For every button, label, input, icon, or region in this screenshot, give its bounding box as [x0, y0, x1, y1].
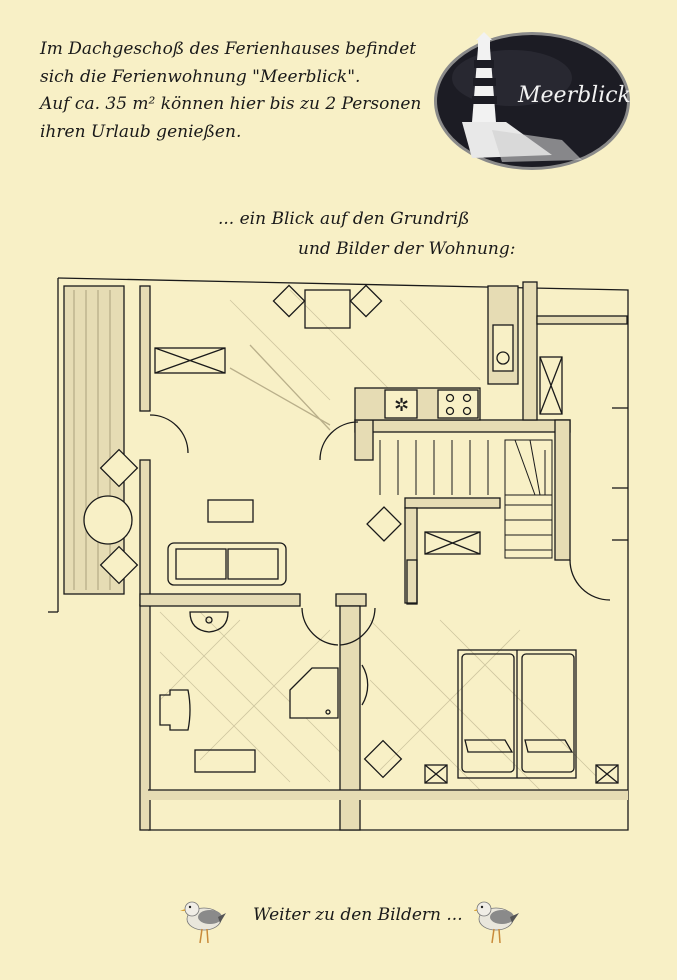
seagull-right-icon[interactable] [473, 895, 520, 947]
subtitle-line-1: ... ein Blick auf den Grundriß [218, 209, 470, 229]
intro-line-1: Im Dachgeschoß des Ferienhauses befindet [40, 39, 417, 59]
lighthouse-icon [462, 32, 582, 162]
seagull-left-icon[interactable] [180, 895, 226, 947]
intro-text: Im Dachgeschoß des Ferienhauses befindet… [40, 36, 430, 146]
next-to-pictures-link[interactable]: Weiter zu den Bildern ... [253, 905, 463, 925]
subtitle-line-2: und Bilder der Wohnung: [298, 239, 516, 259]
svg-text:✲: ✲ [394, 395, 409, 416]
intro-line-4: ihren Urlaub genießen. [40, 121, 242, 142]
intro-line-2: sich die Ferienwohnung "Meerblick". [40, 66, 361, 87]
intro-line-3: Auf ca. 35 m² können hier bis zu 2 Perso… [40, 94, 422, 114]
sign-text: Meerblick [517, 83, 631, 108]
meerblick-sign: Meerblick [432, 30, 632, 172]
